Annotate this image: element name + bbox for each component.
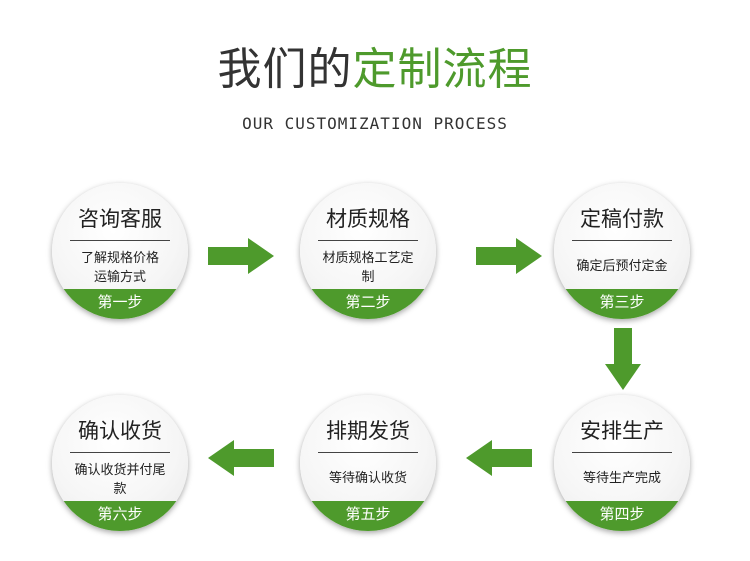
step-5-desc: 等待确认收货 [314, 469, 422, 488]
step-4-title: 安排生产 [580, 419, 664, 443]
step-1-circle: 咨询客服 了解规格价格 运输方式 第一步 [52, 183, 188, 319]
title-dark-part: 我们的 [217, 44, 353, 95]
step-5-title: 排期发货 [326, 419, 410, 443]
down-arrow-icon [605, 328, 641, 390]
step-2-circle: 材质规格 材质规格工艺定 制 第二步 [300, 183, 436, 319]
right-arrow-icon [476, 238, 542, 274]
step-3-badge: 第三步 [554, 289, 690, 319]
step-1-title: 咨询客服 [78, 207, 162, 231]
step-1-divider [70, 240, 170, 241]
step-5-badge: 第五步 [300, 501, 436, 531]
step-4-divider [572, 452, 672, 453]
step-3-title: 定稿付款 [580, 207, 664, 231]
step-4-desc-line-1: 等待生产完成 [582, 471, 661, 486]
step-2-divider [318, 240, 418, 241]
title-accent-part: 定制流程 [352, 44, 533, 95]
right-arrow-icon [208, 238, 274, 274]
step-1-desc: 了解规格价格 运输方式 [66, 249, 174, 287]
step-5-circle: 排期发货 等待确认收货 第五步 [300, 395, 436, 531]
step-6-circle: 确认收货 确认收货并付尾 款 第六步 [52, 395, 188, 531]
step-4-badge: 第四步 [554, 501, 690, 531]
step-4-circle: 安排生产 等待生产完成 第四步 [554, 395, 690, 531]
step-3-circle: 定稿付款 确定后预付定金 第三步 [554, 183, 690, 319]
step-5-desc-line-1: 等待确认收货 [328, 471, 407, 486]
step-6-title: 确认收货 [78, 419, 162, 443]
step-5-divider [318, 452, 418, 453]
step-6-desc: 确认收货并付尾 款 [66, 461, 174, 499]
step-6-desc-line-2: 款 [113, 482, 127, 497]
left-arrow-icon [208, 440, 274, 476]
step-1-badge: 第一步 [52, 289, 188, 319]
step-2-desc-line-2: 制 [361, 270, 375, 285]
left-arrow-icon [466, 440, 532, 476]
page-title: 我们的定制流程 [0, 40, 750, 100]
step-4-desc: 等待生产完成 [568, 469, 676, 488]
step-2-desc-line-1: 材质规格工艺定 [322, 251, 414, 266]
step-3-desc-line-1: 确定后预付定金 [576, 259, 668, 274]
step-3-divider [572, 240, 672, 241]
page-subtitle: OUR CUSTOMIZATION PROCESS [242, 114, 508, 133]
step-3-desc: 确定后预付定金 [568, 257, 676, 276]
step-2-desc: 材质规格工艺定 制 [314, 249, 422, 287]
step-6-divider [70, 452, 170, 453]
step-2-title: 材质规格 [326, 207, 410, 231]
step-6-desc-line-1: 确认收货并付尾 [74, 463, 166, 478]
step-6-badge: 第六步 [52, 501, 188, 531]
step-2-badge: 第二步 [300, 289, 436, 319]
step-1-desc-line-2: 运输方式 [93, 270, 146, 285]
step-1-desc-line-1: 了解规格价格 [80, 251, 159, 266]
